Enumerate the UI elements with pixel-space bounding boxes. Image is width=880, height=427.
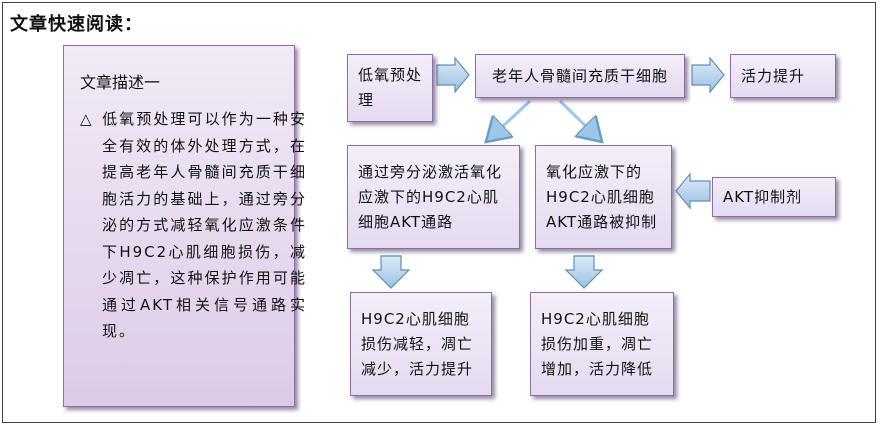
node-paracrine: 通过旁分泌激活氧化应激下的H9C2心肌细胞AKT通路 [347,145,520,249]
description-title: 文章描述一 [80,73,161,92]
description-body: △ 低氧预处理可以作为一种安全有效的体外处理方式，在提高老年人骨髓间充质干细胞活力… [80,106,307,345]
page-heading: 文章快速阅读： [10,14,143,35]
triangle-bullet-icon: △ [80,110,94,128]
arrow-inhibited-to-result [564,255,604,289]
outer-frame [2,2,876,423]
arrow-msc-to-paracrine [488,99,532,140]
node-result-worsened: H9C2心肌细胞损伤加重，凋亡增加，活力降低 [530,292,674,396]
description-panel: 文章描述一 △ 低氧预处理可以作为一种安全有效的体外处理方式，在提高老年人骨髓间充… [63,45,305,407]
node-msc: 老年人骨髓间充质干细胞 [475,54,685,98]
node-akt-inhibited: 氧化应激下的H9C2心肌细胞AKT通路被抑制 [535,145,672,249]
node-hypoxia: 低氧预处理 [347,54,433,122]
node-result-improved: H9C2心肌细胞损伤减轻，凋亡减少，活力提升 [350,292,492,396]
node-vitality: 活力提升 [730,54,836,98]
arrow-paracrine-to-result [371,255,411,289]
arrow-msc-to-vitality [691,56,725,94]
arrow-inhibitor-to-inhibited [675,172,711,210]
description-text: 低氧预处理可以作为一种安全有效的体外处理方式，在提高老年人骨髓间充质干细胞活力的… [102,110,307,340]
node-akt-inhibitor: AKT抑制剂 [712,177,836,217]
arrow-hypoxia-to-msc [436,56,470,94]
arrow-msc-to-inhibited [558,99,600,140]
